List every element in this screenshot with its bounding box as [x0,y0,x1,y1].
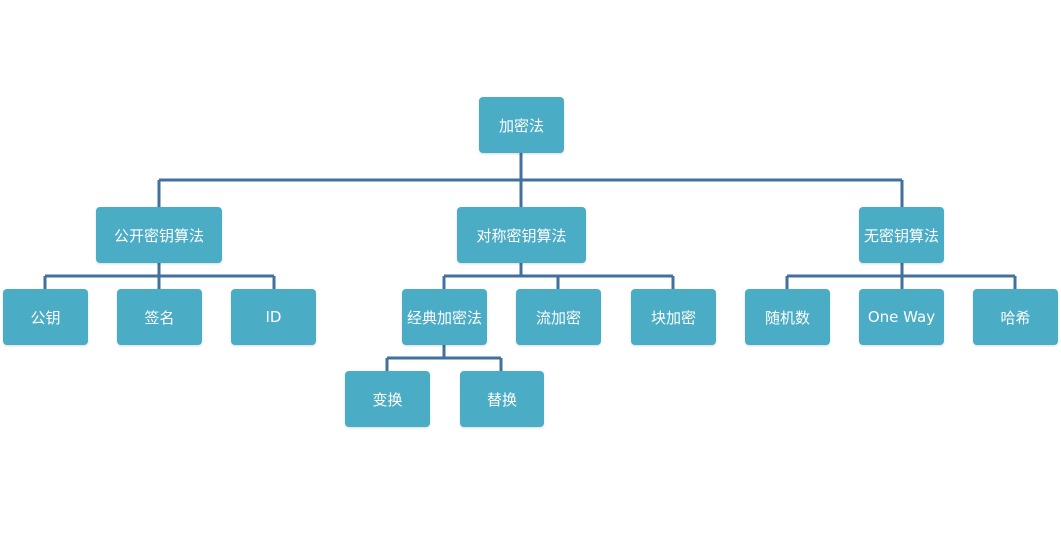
node-transposition[interactable]: 变换 [345,371,430,427]
node-encryption[interactable]: 加密法 [479,97,564,153]
node-symmetric-key-algorithm[interactable]: 对称密钥算法 [457,207,586,263]
node-keyless-algorithm[interactable]: 无密钥算法 [859,207,944,263]
connector-no-key [785,262,1017,290]
node-public-key-algorithm[interactable]: 公开密钥算法 [96,207,222,263]
node-id[interactable]: ID [231,289,316,345]
node-label: 哈希 [1000,308,1031,327]
node-label: 对称密钥算法 [476,226,567,245]
connector-root [157,152,904,208]
node-label: 块加密 [650,308,696,327]
connector-classic [385,344,503,372]
node-substitution[interactable]: 替换 [460,371,544,427]
node-label: 签名 [144,308,175,327]
connector-symmetric [442,262,675,290]
node-signature[interactable]: 签名 [117,289,202,345]
node-label: 无密钥算法 [863,226,939,245]
node-label: 变换 [372,390,403,409]
node-label: ID [265,308,282,326]
node-hash[interactable]: 哈希 [973,289,1058,345]
node-stream-cipher[interactable]: 流加密 [516,289,601,345]
node-block-cipher[interactable]: 块加密 [631,289,716,345]
node-label: 经典加密法 [406,308,482,327]
node-label: 公开密钥算法 [113,226,204,245]
node-label: 公钥 [30,308,61,327]
node-label: 随机数 [764,308,810,327]
node-random-number[interactable]: 随机数 [745,289,830,345]
node-label: One Way [867,308,936,326]
node-one-way[interactable]: One Way [859,289,944,345]
connector-public-key [43,262,276,290]
node-label: 替换 [486,390,517,409]
node-public-key[interactable]: 公钥 [3,289,88,345]
node-label: 加密法 [498,116,544,135]
node-label: 流加密 [535,308,581,327]
node-classic-encryption[interactable]: 经典加密法 [402,289,487,345]
